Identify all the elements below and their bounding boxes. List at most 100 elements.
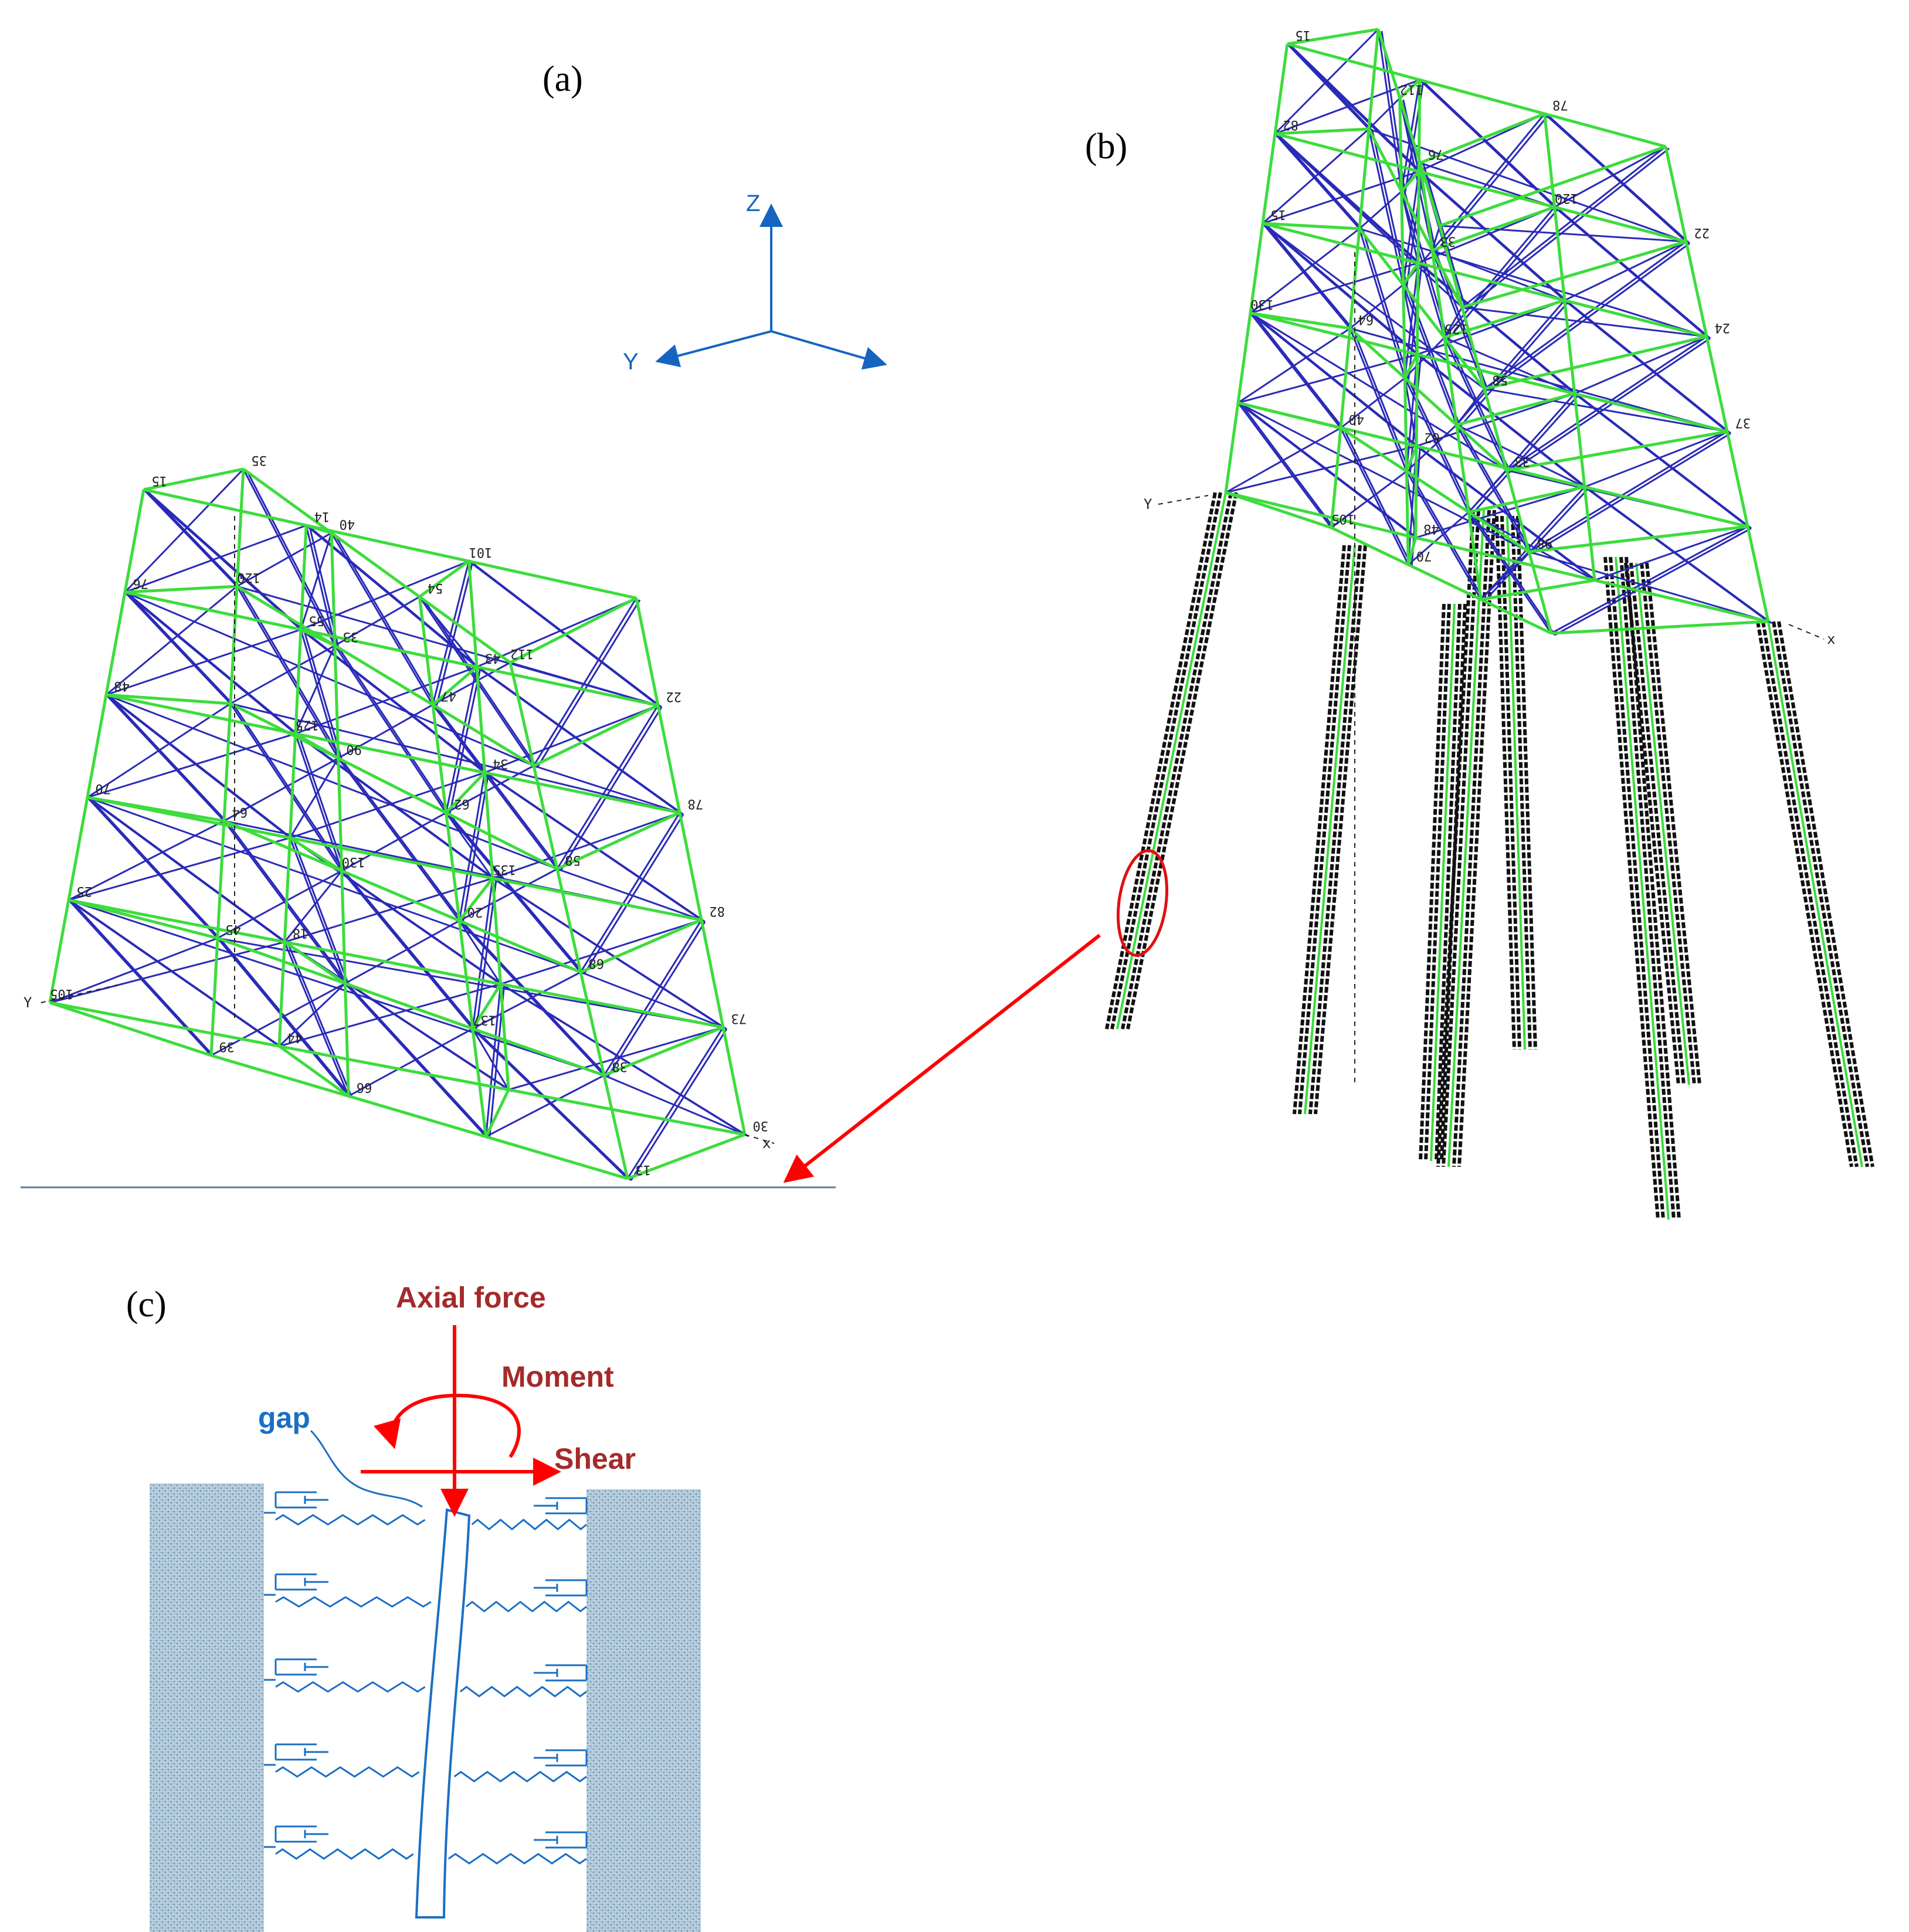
frame-a-horizontal bbox=[556, 811, 681, 871]
frame-a-horizontal bbox=[229, 702, 558, 871]
pile-element bbox=[1495, 515, 1516, 1050]
frame-a-brace bbox=[500, 919, 702, 985]
frame-b-leg bbox=[1348, 228, 1361, 329]
frame-b-node-label: 58 bbox=[1493, 372, 1508, 387]
frame-a-brace bbox=[124, 591, 296, 735]
frame-b-brace bbox=[1262, 223, 1351, 329]
pile-element bbox=[1640, 562, 1696, 1085]
frame-a-horizontal bbox=[278, 1045, 350, 1098]
frame-b-node-label: 125 bbox=[1445, 321, 1468, 336]
frame-a-brace bbox=[630, 1028, 728, 1181]
pile-element bbox=[1629, 562, 1686, 1085]
frame-a-brace bbox=[472, 878, 494, 1029]
frame-a-node-label: 34 bbox=[493, 756, 508, 771]
frame-b-brace bbox=[1237, 402, 1332, 528]
frame-b-horizontal bbox=[1340, 426, 1530, 554]
pile-element bbox=[1615, 556, 1670, 1220]
frame-b-node-label: 48 bbox=[1423, 521, 1439, 536]
frame-a-brace bbox=[344, 872, 477, 1031]
frame-a-brace bbox=[283, 942, 350, 1096]
frame-b-leg bbox=[1236, 313, 1252, 403]
gap-label: gap bbox=[258, 1401, 310, 1434]
frame-b-leg bbox=[1273, 43, 1289, 134]
jacket-frame-a: 1522586418665476786845441014748823839404… bbox=[21, 453, 836, 1189]
frame-b-brace bbox=[1331, 470, 1408, 529]
z-axis-label: Z bbox=[746, 191, 760, 216]
frame-b-horizontal bbox=[1399, 79, 1421, 100]
frame-a-brace bbox=[143, 488, 301, 630]
frame-b-node-label: 24 bbox=[1715, 320, 1731, 335]
frame-a-brace bbox=[496, 879, 727, 1030]
frame-b-leg bbox=[1358, 128, 1371, 229]
frame-a-brace bbox=[485, 984, 502, 1137]
frame-a-brace bbox=[556, 705, 659, 870]
frame-a-brace bbox=[508, 1026, 724, 1091]
frame-a-leg bbox=[579, 972, 606, 1076]
frame-b-brace bbox=[1274, 133, 1361, 229]
frame-a-node-label: 22 bbox=[666, 689, 682, 704]
frame-a-leg bbox=[678, 812, 703, 921]
frame-a-brace bbox=[300, 532, 333, 630]
frame-a-node-label: 135 bbox=[493, 862, 516, 877]
frame-a-node-label: 105 bbox=[50, 986, 73, 1001]
frame-a-brace bbox=[458, 772, 486, 921]
frame-b-brace bbox=[1471, 513, 1556, 636]
frame-b-brace bbox=[1340, 377, 1406, 429]
frame-b-node-label: 78 bbox=[1552, 97, 1568, 112]
pile-element bbox=[1293, 545, 1346, 1115]
frame-b-brace bbox=[1435, 115, 1549, 253]
frame-b-node-label: 82 bbox=[1283, 117, 1299, 132]
frame-a-brace bbox=[462, 774, 489, 923]
frame-a-brace bbox=[432, 661, 511, 706]
frame-b-brace bbox=[1465, 147, 1670, 310]
frame-a-node-label: 38 bbox=[612, 1059, 628, 1074]
frame-b-brace bbox=[1408, 379, 1473, 515]
frame-a-leg bbox=[48, 899, 70, 1003]
frame-b-column bbox=[1583, 487, 1596, 580]
frame-b-horizontal bbox=[1480, 579, 1595, 601]
frame-b-leg bbox=[1746, 526, 1770, 622]
frame-b-brace bbox=[1484, 388, 1728, 433]
frame-a-brace bbox=[211, 982, 346, 1057]
frame-a-brace bbox=[105, 694, 225, 822]
frame-a-horizontal bbox=[124, 585, 238, 594]
frame-a-horizontal bbox=[306, 524, 332, 535]
frame-b-brace bbox=[1564, 240, 1687, 301]
frame-b-horizontal bbox=[1367, 128, 1464, 308]
frame-a-brace bbox=[49, 937, 218, 1004]
frame-b-brace bbox=[1290, 45, 1374, 132]
frame-b-brace bbox=[1241, 403, 1420, 541]
frame-a-column bbox=[457, 920, 474, 1029]
frame-b-node-label: 130 bbox=[1250, 297, 1274, 311]
frame-b-node-labels: 1522586462707682243340487833153798105112… bbox=[1250, 28, 1751, 563]
dashpot bbox=[545, 1664, 588, 1682]
frame-a-brace bbox=[128, 593, 300, 736]
frame-a-horizontal bbox=[471, 983, 502, 1030]
frame-b-leg bbox=[1705, 336, 1729, 432]
frame-b-leg bbox=[1664, 146, 1688, 242]
frame-a-column bbox=[294, 629, 303, 734]
frame-a-brace bbox=[298, 735, 347, 873]
frame-a-node-label: 78 bbox=[688, 796, 704, 811]
frame-b-brace bbox=[1588, 488, 1772, 624]
frame-b-horizontal bbox=[1330, 526, 1552, 635]
frame-a-plan-brace bbox=[124, 591, 534, 767]
frame-a-node-label: 45 bbox=[226, 922, 242, 936]
frame-b-brace bbox=[1277, 135, 1364, 231]
frame-a-brace bbox=[606, 921, 706, 1078]
spring bbox=[471, 1519, 587, 1530]
frame-a-node-label: 18 bbox=[293, 926, 308, 940]
dashpot-piston bbox=[534, 1754, 558, 1762]
frame-a-column bbox=[330, 532, 337, 646]
frame-a-brace bbox=[432, 561, 470, 705]
frame-a-brace bbox=[348, 984, 490, 1139]
frame-a-horizontal bbox=[242, 467, 511, 664]
frame-a-brace bbox=[90, 798, 222, 941]
frame-a-horizontal bbox=[458, 877, 494, 922]
frame-a-brace bbox=[87, 732, 296, 799]
pile-element bbox=[1105, 492, 1217, 1030]
frame-b-horizontal bbox=[1287, 28, 1379, 46]
frame-b-node-label: 64 bbox=[1358, 312, 1374, 327]
frame-a-brace bbox=[287, 943, 353, 1098]
